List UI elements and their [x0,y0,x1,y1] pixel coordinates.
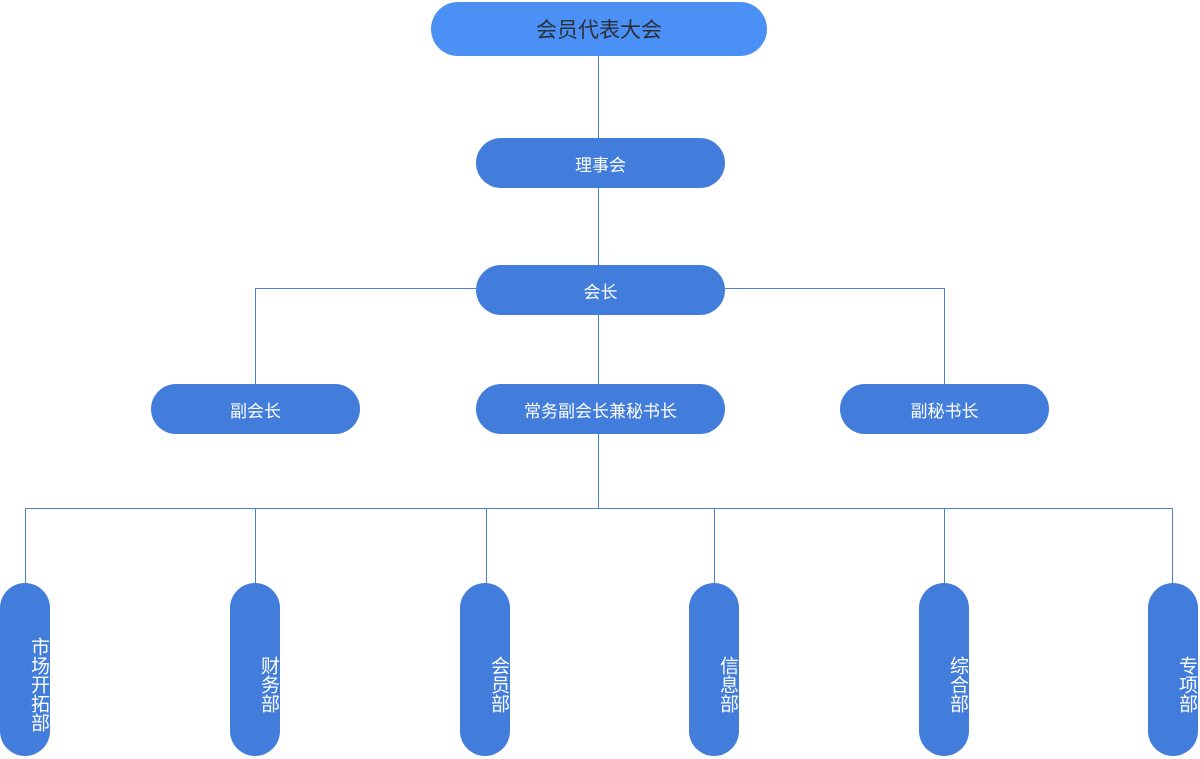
node-department-membership: 会员部 [460,583,510,756]
node-council: 理事会 [476,138,725,188]
node-department-special: 专项部 [1148,583,1198,756]
node-member-assembly: 会员代表大会 [431,2,767,56]
node-president: 会长 [476,265,725,315]
node-executive-vice-president: 常务副会长兼秘书长 [476,384,725,434]
node-department-market: 市场开拓部 [0,583,50,756]
node-department-finance: 财务部 [230,583,280,756]
node-vice-president: 副会长 [151,384,360,434]
node-department-information: 信息部 [689,583,739,756]
node-deputy-secretary-general: 副秘书长 [840,384,1049,434]
line-president-vice [255,288,476,384]
line-president-deputy [725,288,945,384]
node-department-general: 综合部 [919,583,969,756]
